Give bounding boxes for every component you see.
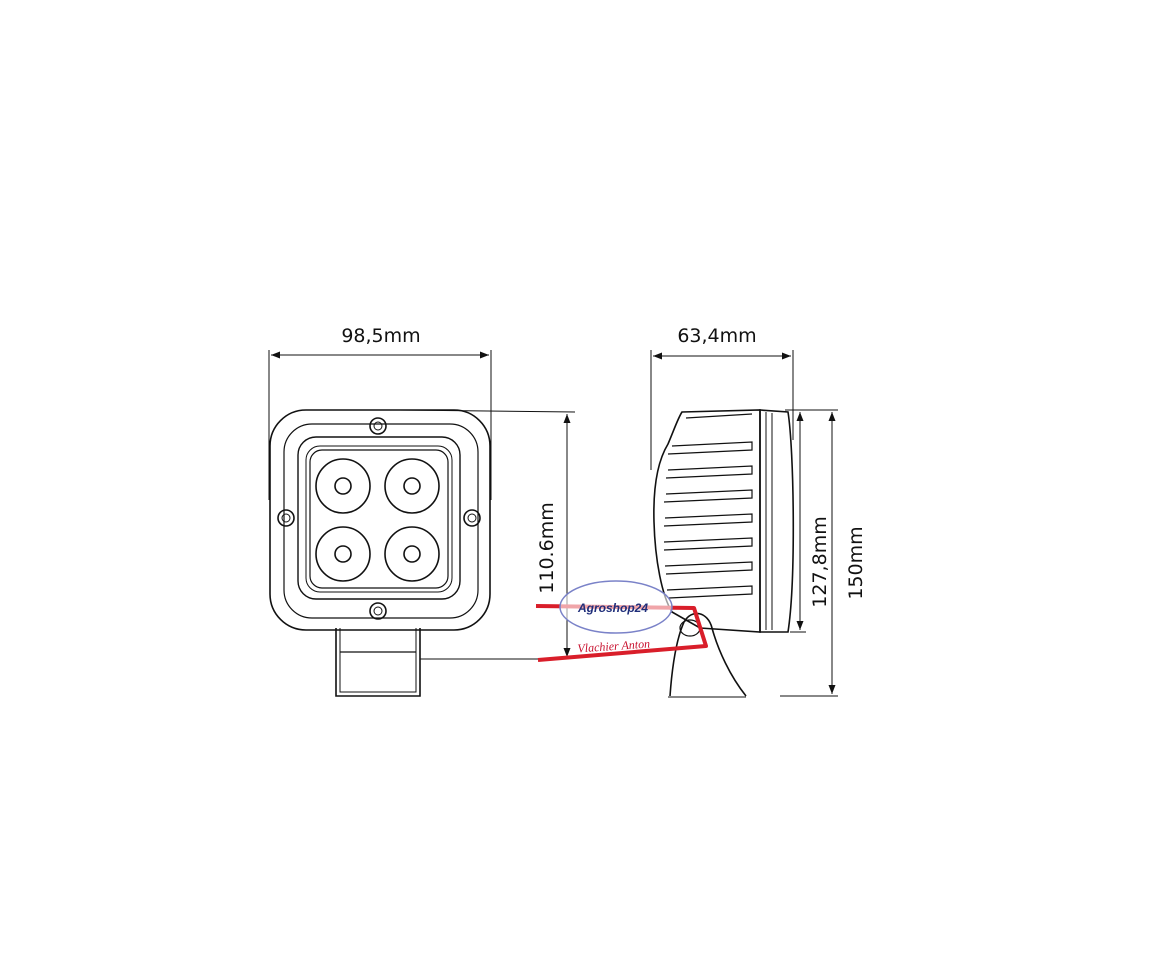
- front-lens-frame: [297, 436, 461, 600]
- front-view: [269, 409, 491, 697]
- watermark-oval: [559, 580, 673, 634]
- total-height-dimension: [780, 412, 838, 697]
- led-bottom-left: [315, 526, 371, 582]
- front-bracket: [335, 628, 421, 697]
- front-housing-outer: [269, 409, 491, 631]
- agroshop-watermark: Agroshop24 Vlachier Anton: [535, 580, 708, 662]
- screw-left: [277, 509, 295, 527]
- led-top-right: [384, 458, 440, 514]
- side-view: [653, 409, 795, 698]
- side-mount-foot: [669, 612, 747, 697]
- side-depth-label: 63,4mm: [677, 325, 756, 347]
- front-width-dimension: [268, 350, 492, 500]
- side-height-dimension: [785, 409, 838, 633]
- cooling-fins: [663, 441, 753, 599]
- side-bezel: [759, 409, 795, 633]
- led-top-left: [315, 458, 371, 514]
- led-bottom-right: [384, 526, 440, 582]
- total-height-label: 150mm: [845, 526, 867, 599]
- side-height-label: 127,8mm: [809, 516, 831, 607]
- screw-bottom: [369, 602, 387, 620]
- screw-top: [369, 417, 387, 435]
- front-height-label: 110.6mm: [536, 502, 558, 593]
- side-depth-dimension: [650, 350, 794, 470]
- front-width-label: 98,5mm: [341, 325, 420, 347]
- screw-right: [463, 509, 481, 527]
- watermark-signature: Vlachier Anton: [577, 636, 651, 655]
- watermark-brand: Agroshop24: [577, 601, 648, 615]
